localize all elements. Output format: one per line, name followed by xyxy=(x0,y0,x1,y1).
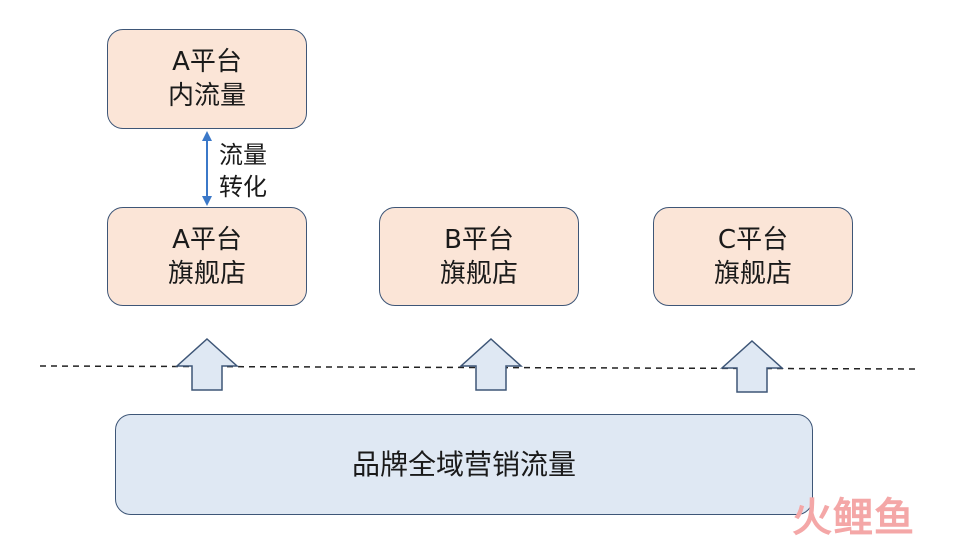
a-platform-store-box: A平台 旗舰店 xyxy=(107,207,307,306)
box-line: 旗舰店 xyxy=(713,258,792,289)
brand-omnichannel-traffic-box: 品牌全域营销流量 xyxy=(115,414,813,515)
box-line: 内流量 xyxy=(167,81,246,111)
up-arrow-icon xyxy=(459,337,523,391)
connector-double-arrow xyxy=(202,131,212,206)
up-arrow-icon xyxy=(175,337,239,391)
box-line: 旗舰店 xyxy=(167,258,246,289)
b-platform-store-box: B平台 旗舰店 xyxy=(379,207,579,306)
up-arrow-icon xyxy=(720,339,784,393)
a-platform-traffic-box: A平台 内流量 xyxy=(107,29,307,129)
box-line: 品牌全域营销流量 xyxy=(351,447,576,481)
watermark-logo: 火 鲤鱼 xyxy=(792,496,915,540)
box-line: A平台 xyxy=(172,47,242,77)
label-line: 转化 xyxy=(219,173,267,201)
box-line: B平台 xyxy=(444,224,514,255)
box-line: 旗舰店 xyxy=(439,258,518,289)
label-line: 流量 xyxy=(219,141,267,169)
box-line: C平台 xyxy=(717,224,789,255)
watermark-part: 鲤鱼 xyxy=(833,495,915,541)
box-line: A平台 xyxy=(172,224,242,255)
c-platform-store-box: C平台 旗舰店 xyxy=(653,207,853,306)
watermark-part: 火 xyxy=(792,495,833,541)
traffic-conversion-label: 流量 转化 xyxy=(219,139,267,203)
